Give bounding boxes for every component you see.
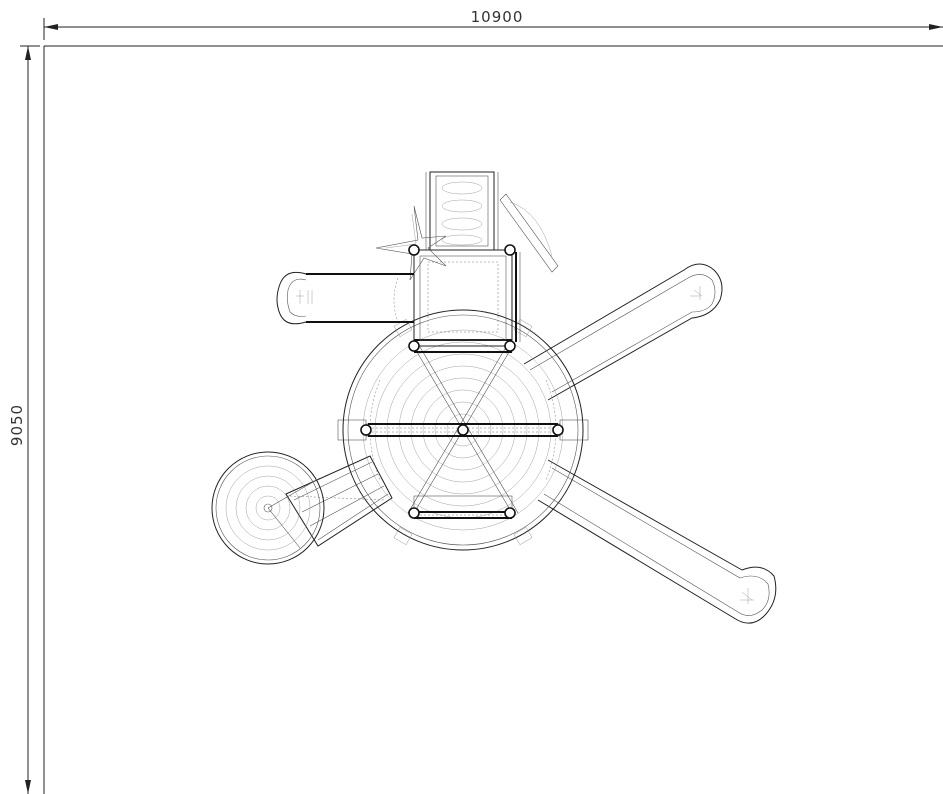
slide-upper-right [523, 263, 723, 401]
post-mid-upper-left [408, 340, 420, 352]
top-climbing-net [425, 171, 499, 251]
site-boundary [43, 45, 943, 794]
height-dimension: 9050 [8, 45, 40, 794]
post-bottom-right [504, 507, 516, 519]
post-bottom-left [408, 507, 420, 519]
lower-left-bridge [285, 455, 393, 547]
height-dimension-label: 9050 [8, 404, 26, 446]
width-dimension: 10900 [43, 8, 943, 40]
post-top-right [504, 244, 516, 256]
width-dimension-label: 10900 [471, 8, 524, 26]
lower-beam [413, 495, 513, 519]
post-mid-upper-right [504, 340, 516, 352]
post-center-left [360, 424, 372, 436]
post-center-right [552, 424, 564, 436]
slide-lower-right [537, 459, 777, 624]
left-tunnel [276, 271, 414, 325]
spiral-slide-tower [211, 451, 325, 565]
post-center [457, 424, 469, 436]
post-top-left [408, 244, 420, 256]
upper-tower-platform [393, 249, 521, 347]
side-panel-upper-right [499, 193, 559, 273]
support-posts [360, 244, 564, 519]
star-panel [375, 205, 447, 281]
